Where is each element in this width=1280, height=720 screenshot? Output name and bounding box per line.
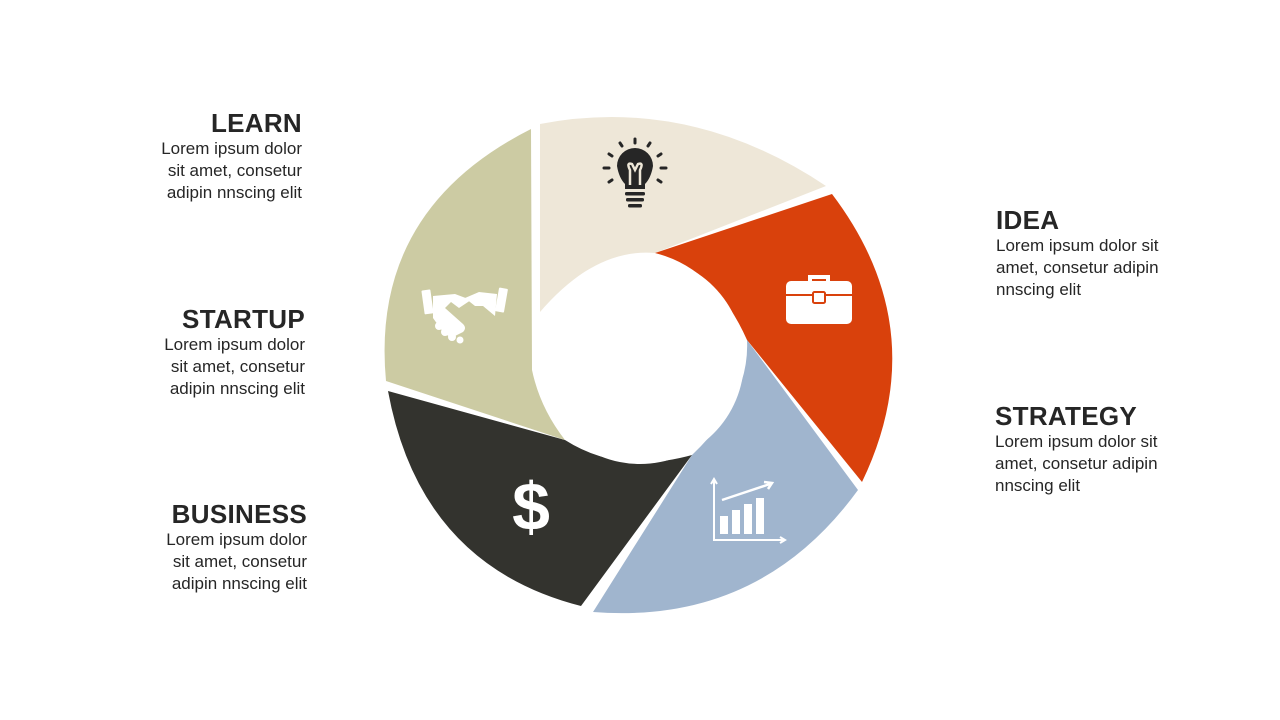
dollar-icon: $ <box>512 469 550 545</box>
strategy-text: Lorem ipsum dolor sit amet, consetur adi… <box>995 432 1158 495</box>
segment-idea <box>655 194 893 482</box>
label-strategy: STRATEGY Lorem ipsum dolor sit amet, con… <box>995 401 1195 497</box>
business-text: Lorem ipsum dolor sit amet, consetur adi… <box>166 530 307 593</box>
learn-title: LEARN <box>210 108 302 138</box>
label-startup: STARTUP Lorem ipsum dolor sit amet, cons… <box>105 304 305 400</box>
lightbulb-icon <box>602 137 668 208</box>
svg-text:$: $ <box>512 469 550 545</box>
business-title: BUSINESS <box>171 499 307 529</box>
strategy-title: STRATEGY <box>995 401 1138 431</box>
center-hole <box>536 256 744 464</box>
briefcase-icon <box>786 275 852 324</box>
idea-title: IDEA <box>996 205 1060 235</box>
idea-text: Lorem ipsum dolor sit amet, consetur adi… <box>996 236 1159 299</box>
handshake-icon <box>421 287 508 344</box>
growth-chart-icon <box>710 477 787 544</box>
learn-text: Lorem ipsum dolor sit amet, consetur adi… <box>161 139 302 202</box>
segment-learn <box>540 116 826 312</box>
label-idea: IDEA Lorem ipsum dolor sit amet, consetu… <box>996 205 1196 301</box>
segment-business <box>388 391 692 606</box>
startup-title: STARTUP <box>182 304 305 334</box>
segment-startup <box>384 129 565 440</box>
label-learn: LEARN Lorem ipsum dolor sit amet, conset… <box>110 108 302 204</box>
segment-strategy <box>593 340 858 614</box>
startup-text: Lorem ipsum dolor sit amet, consetur adi… <box>164 335 305 398</box>
label-business: BUSINESS Lorem ipsum dolor sit amet, con… <box>105 499 307 595</box>
